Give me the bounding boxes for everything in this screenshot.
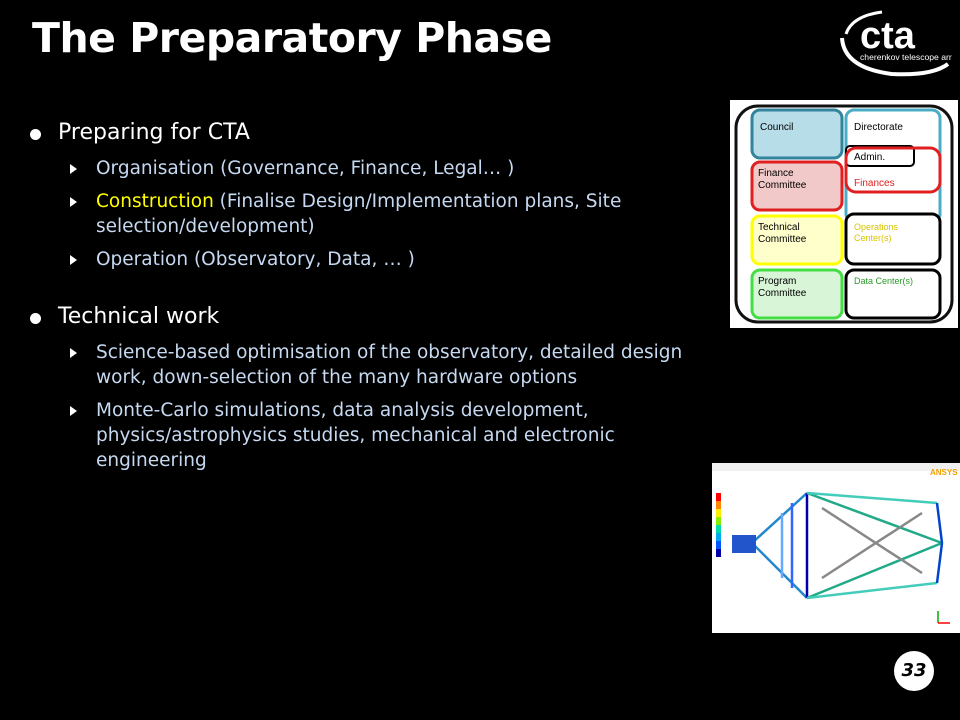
finance-committee-label: Finance Committee (758, 168, 807, 191)
logo-tagline: cherenkov telescope array (860, 52, 952, 62)
subitem-text: Operation (Observatory, Data, … ) (96, 249, 415, 270)
bullet-text: Preparing for CTA (58, 120, 250, 145)
program-committee-label: Program Committee (758, 276, 807, 299)
ansys-brand: ANSYS (930, 468, 958, 477)
triangle-arrow-icon (70, 164, 77, 174)
triangle-arrow-icon (70, 348, 77, 358)
program-committee-box (750, 268, 844, 320)
finances-label: Finances (854, 178, 895, 189)
subitem-montecarlo: Monte-Carlo simulations, data analysis d… (30, 398, 730, 473)
org-chart-image: Council Directorate Admin. Finances Fina… (730, 100, 958, 328)
technical-committee-box (750, 214, 844, 266)
triangle-arrow-icon (70, 197, 77, 207)
subitem-construction: Construction (Finalise Design/Implementa… (30, 189, 730, 239)
bullet-text: Technical work (58, 304, 220, 329)
subitem-text: Science-based optimisation of the observ… (96, 342, 683, 388)
subitem-organisation: Organisation (Governance, Finance, Legal… (30, 156, 730, 181)
data-center-label: Data Center(s) (854, 276, 914, 286)
triangle-arrow-icon (70, 255, 77, 265)
triangle-arrow-icon (70, 406, 77, 416)
page-number: 33 (894, 651, 934, 691)
cta-logo: cta cherenkov telescope array (840, 10, 952, 77)
directorate-label: Directorate (854, 122, 903, 133)
finance-committee-box (750, 160, 844, 212)
subitem-highlight: Construction (96, 191, 214, 212)
subitem-operation: Operation (Observatory, Data, … ) (30, 247, 730, 272)
subitem-science: Science-based optimisation of the observ… (30, 340, 730, 390)
logo-mark: cta (860, 15, 916, 57)
subitem-text: Monte-Carlo simulations, data analysis d… (96, 400, 615, 471)
admin-label: Admin. (854, 152, 885, 163)
council-label: Council (760, 122, 793, 133)
operations-label: Operations Center(s) (854, 222, 899, 243)
council-box (750, 108, 844, 160)
bullet-dot-icon (30, 129, 41, 140)
slide-title: The Preparatory Phase (32, 14, 552, 62)
data-center-box (844, 268, 942, 320)
telescope-structure-simulation-image: ANSYS (712, 463, 960, 633)
bullet-preparing: Preparing for CTA (30, 118, 730, 148)
technical-committee-label: Technical Committee (758, 222, 807, 245)
slide-content: Preparing for CTA Organisation (Governan… (30, 118, 730, 473)
subitem-text: Organisation (Governance, Finance, Legal… (96, 158, 515, 179)
operations-box (844, 212, 942, 266)
bullet-dot-icon (30, 313, 41, 324)
subitem-text: (Finalise Design/Implementation plans, S… (96, 191, 622, 237)
bullet-technical: Technical work (30, 302, 730, 332)
